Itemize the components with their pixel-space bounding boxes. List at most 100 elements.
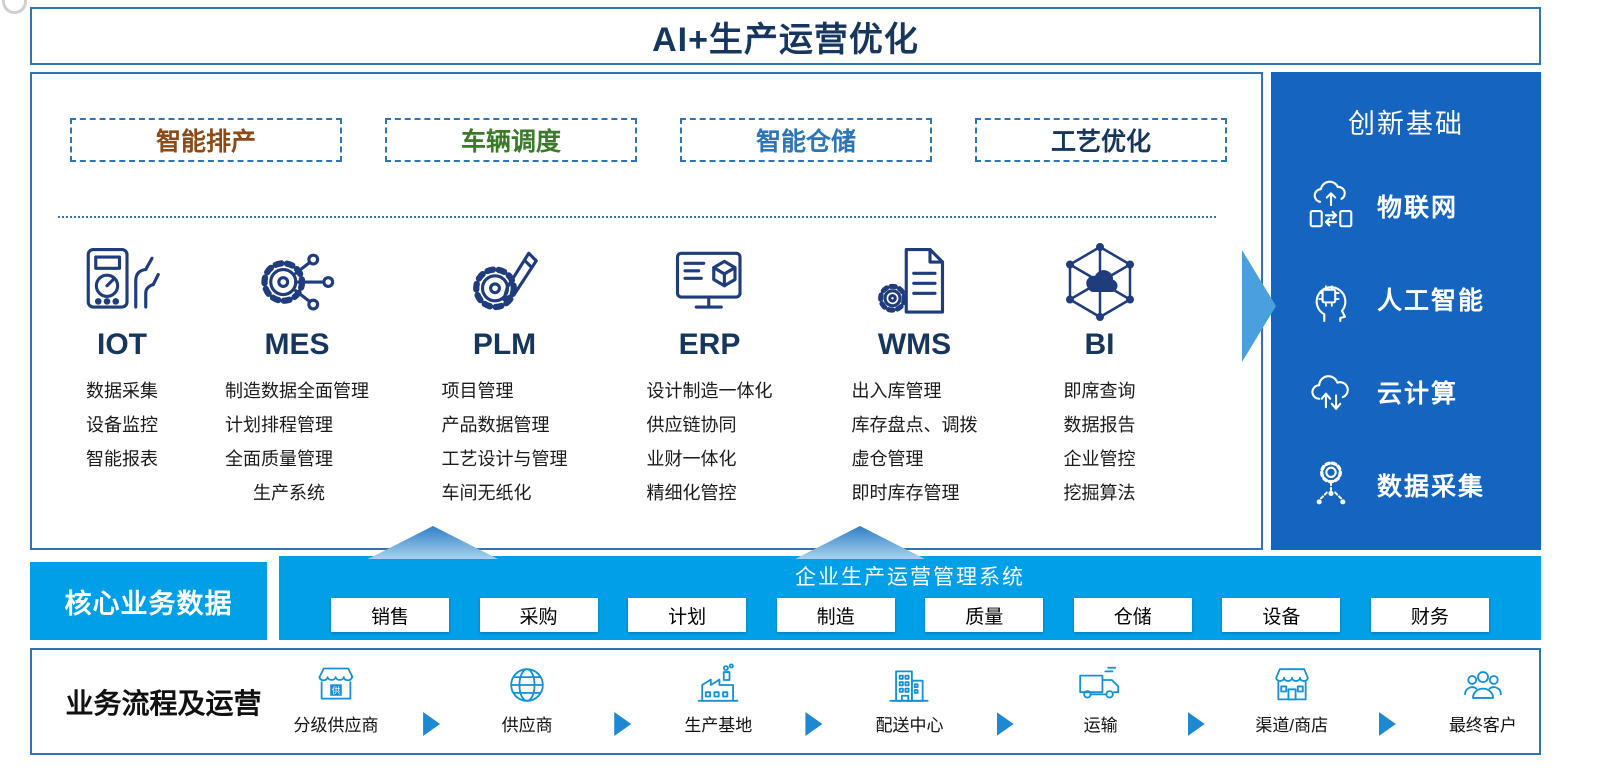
step-end-customers: 最终客户	[1435, 654, 1531, 753]
feature-item: 工艺设计与管理	[441, 449, 568, 469]
system-features: 制造数据全面管理 计划排程管理 全面质量管理 生产系统	[225, 374, 369, 510]
data-collection-nodes-icon	[1303, 457, 1359, 513]
capability-label: 智能排产	[155, 128, 256, 156]
flow-arrow-icon	[805, 712, 823, 736]
step-label: 运输	[1083, 716, 1118, 735]
feature-item: 制造数据全面管理	[225, 381, 369, 401]
system-column-bi: BI 即席查询 数据报告 企业管控 挖掘算法	[1017, 238, 1182, 510]
innovation-sidebar: 创新基础 物联网 人工智能	[1271, 72, 1541, 550]
system-features: 设计制造一体化 供应链协同 业财一体化 精细化管控	[647, 374, 773, 510]
module-quality: 质量	[925, 598, 1044, 632]
feature-item: 数据报告	[1063, 415, 1136, 435]
sidebar-item-cloud: 云计算	[1271, 345, 1541, 438]
feature-item: 产品数据管理	[441, 415, 550, 435]
system-column-plm: PLM 项目管理 产品数据管理 工艺设计与管理 车间无纸化	[402, 238, 607, 510]
capability-process-optimization: 工艺优化	[975, 118, 1227, 162]
step-label: 分级供应商	[293, 716, 379, 735]
system-name: PLM	[472, 328, 537, 361]
step-transport: 运输	[1053, 654, 1149, 753]
system-features: 即席查询 数据报告 企业管控 挖掘算法	[1064, 374, 1136, 510]
capability-label: 智能仓储	[755, 128, 856, 156]
step-suppliers: 供应商	[479, 654, 575, 753]
system-name: BI	[1084, 328, 1115, 361]
feature-item: 项目管理	[441, 381, 514, 401]
module-planning: 计划	[628, 598, 747, 632]
systems-panel: 智能排产 车辆调度 智能仓储 工艺优化	[30, 72, 1263, 550]
band-title: 企业生产运营管理系统	[795, 566, 1025, 589]
step-production-base: 生产基地	[670, 654, 766, 753]
step-label: 最终客户	[1448, 716, 1517, 735]
gear-circuit-icon	[257, 238, 337, 326]
capability-vehicle-dispatch: 车辆调度	[385, 118, 637, 162]
capability-smart-warehousing: 智能仓储	[680, 118, 932, 162]
feature-item: 全面质量管理	[225, 449, 333, 469]
core-data-box: 核心业务数据	[30, 562, 267, 640]
sidebar-title: 创新基础	[1348, 109, 1464, 139]
feature-item: 出入库管理	[851, 381, 942, 401]
flow-arrow-icon	[1378, 712, 1396, 736]
truck-icon	[1078, 660, 1124, 708]
sidebar-item-data-collection: 数据采集	[1271, 438, 1541, 531]
system-columns: IOT 数据采集 设备监控 智能报表	[52, 238, 1182, 510]
feature-item: 智能报表	[86, 449, 158, 469]
flow-arrow-icon	[996, 712, 1014, 736]
system-features: 项目管理 产品数据管理 工艺设计与管理 车间无纸化	[442, 374, 568, 510]
feature-item: 挖掘算法	[1063, 483, 1136, 503]
factory-icon	[695, 660, 741, 708]
feature-item: 库存盘点、调拨	[851, 415, 978, 435]
globe-icon	[504, 660, 550, 708]
module-warehouse: 仓储	[1073, 598, 1192, 632]
module-finance: 财务	[1370, 598, 1489, 632]
management-band: 企业生产运营管理系统 销售 采购 计划 制造 质量 仓储 设备 财务	[279, 556, 1541, 640]
capability-label: 车辆调度	[460, 128, 561, 156]
gear-pencil-icon	[465, 238, 545, 326]
feature-item: 即席查询	[1063, 381, 1136, 401]
page-header: AI+生产运营优化	[30, 7, 1541, 65]
process-panel: 业务流程及运营 供 分级供应商	[30, 648, 1541, 755]
building-icon	[886, 660, 932, 708]
sidebar-item-label: 人工智能	[1377, 286, 1486, 315]
system-column-iot: IOT 数据采集 设备监控 智能报表	[52, 238, 192, 510]
capability-smart-scheduling: 智能排产	[70, 118, 342, 162]
flow-arrow-icon	[1187, 712, 1205, 736]
shop-icon	[1269, 660, 1315, 708]
feature-item: 即时库存管理	[851, 483, 960, 503]
system-features: 出入库管理 库存盘点、调拨 虚仓管理 即时库存管理	[852, 374, 978, 510]
module-row: 销售 采购 计划 制造 质量 仓储 设备 财务	[279, 598, 1541, 632]
system-name: MES	[264, 328, 330, 361]
feature-item: 精细化管控	[646, 483, 737, 503]
process-flow: 供 分级供应商 供应商	[288, 654, 1531, 753]
dotted-separator	[58, 216, 1216, 218]
sidebar-item-ai: 人工智能	[1271, 252, 1541, 345]
capability-row: 智能排产 车辆调度 智能仓储 工艺优化	[70, 118, 1227, 162]
people-group-icon	[1460, 660, 1506, 708]
gear-document-icon	[875, 238, 955, 326]
step-tier-suppliers: 供 分级供应商	[288, 654, 384, 753]
feature-item: 供应链协同	[646, 415, 737, 435]
iot-cloud-devices-icon	[1303, 178, 1359, 234]
system-column-mes: MES 制造数据全面管理 计划排程管理 全面质量管理 生产系统	[192, 238, 402, 510]
system-name: WMS	[877, 328, 952, 361]
feature-item: 虚仓管理	[851, 449, 924, 469]
process-title: 业务流程及运营	[65, 687, 262, 719]
step-label: 供应商	[501, 716, 553, 735]
hexagon-network-cloud-icon	[1060, 238, 1140, 326]
system-column-erp: ERP 设计制造一体化 供应链协同 业财一体化 精细化管控	[607, 238, 812, 510]
feature-item: 业财一体化	[646, 449, 737, 469]
flow-arrow-icon	[423, 712, 441, 736]
system-name: IOT	[97, 328, 147, 361]
multimeter-icon	[82, 238, 162, 326]
feature-item: 车间无纸化	[441, 483, 532, 503]
feature-item: 设计制造一体化	[646, 381, 773, 401]
ai-head-chip-icon	[1303, 271, 1359, 327]
system-name: ERP	[678, 328, 741, 361]
sidebar-item-iot: 物联网	[1271, 159, 1541, 252]
step-label: 配送中心	[875, 716, 944, 735]
flow-arrow-icon	[614, 712, 632, 736]
module-equipment: 设备	[1222, 598, 1341, 632]
monitor-cube-icon	[670, 238, 750, 326]
step-channel-stores: 渠道/商店	[1244, 654, 1340, 753]
sidebar-item-label: 云计算	[1377, 379, 1459, 408]
feature-item: 生产系统	[253, 483, 325, 503]
step-label: 渠道/商店	[1255, 716, 1329, 735]
